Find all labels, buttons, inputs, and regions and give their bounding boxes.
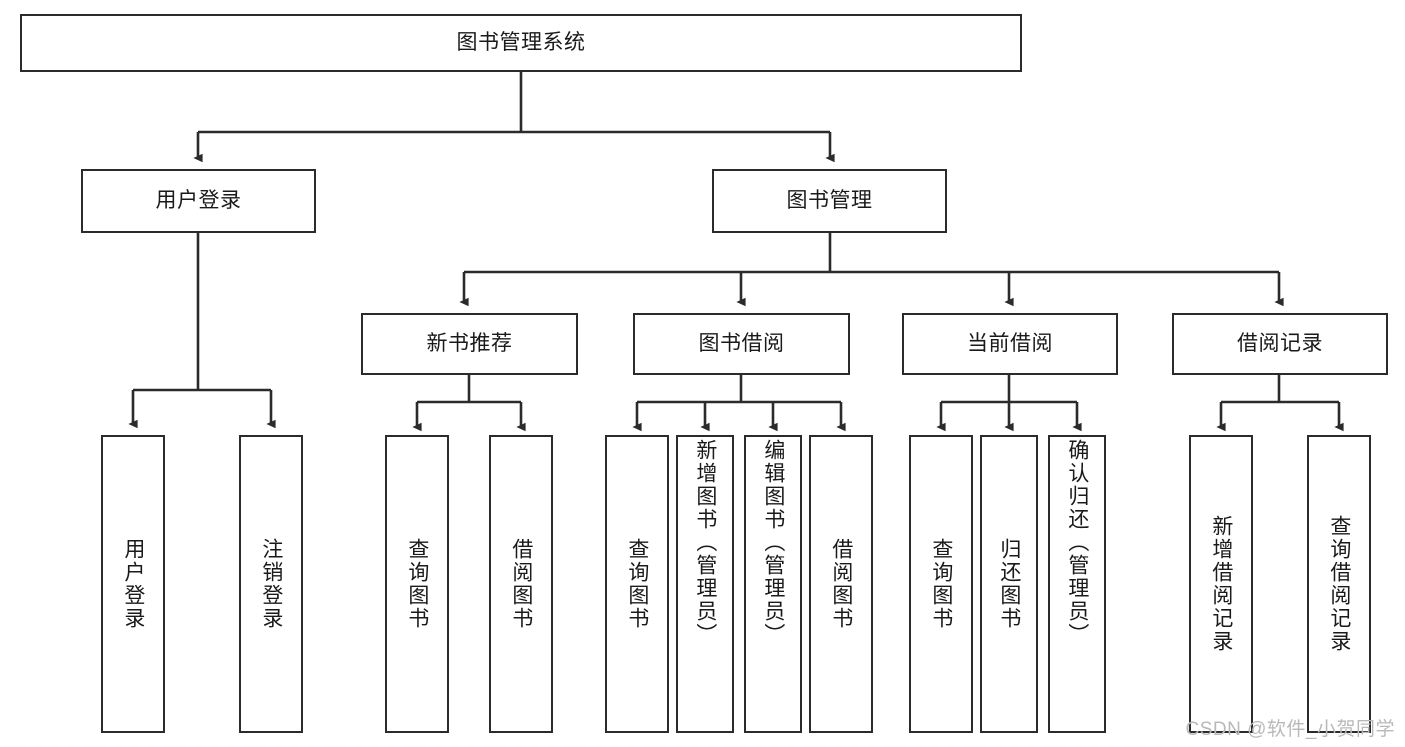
node-label: 新增图书（管理员） [693,439,717,646]
node-new-book-recommendation[interactable]: 新书推荐 [361,313,578,375]
node-label: 新书推荐 [426,331,513,355]
leaf-user-login[interactable]: 用户登录 [101,435,165,733]
node-book-borrowing[interactable]: 图书借阅 [633,313,850,375]
node-label: 用户登录 [155,188,242,212]
node-label: 编辑图书（管理员） [761,439,785,646]
node-label: 确认归还（管理员） [1065,439,1089,646]
node-label: 借阅图书 [509,538,533,630]
node-label: 查询借阅记录 [1327,515,1351,653]
node-label: 注销登录 [259,538,283,630]
leaf-query-books-current[interactable]: 查询图书 [909,435,973,733]
node-label: 借阅记录 [1237,331,1323,355]
leaf-borrow-books-recommendation[interactable]: 借阅图书 [489,435,553,733]
node-label: 借阅图书 [829,538,853,630]
node-label: 查询图书 [929,538,953,630]
node-label: 图书管理系统 [456,30,586,54]
leaf-edit-book-admin[interactable]: 编辑图书（管理员） [744,435,802,733]
node-label: 当前借阅 [967,331,1053,355]
node-root-book-management-system[interactable]: 图书管理系统 [20,14,1022,72]
node-borrowing-records[interactable]: 借阅记录 [1172,313,1388,375]
node-user-login[interactable]: 用户登录 [81,169,316,233]
node-label: 新增借阅记录 [1209,515,1233,653]
node-label: 查询图书 [625,538,649,630]
node-current-borrowing[interactable]: 当前借阅 [902,313,1118,375]
leaf-borrow-books-borrowing[interactable]: 借阅图书 [809,435,873,733]
leaf-confirm-return-admin[interactable]: 确认归还（管理员） [1048,435,1106,733]
node-label: 用户登录 [121,538,145,630]
leaf-query-books-borrowing[interactable]: 查询图书 [605,435,669,733]
leaf-add-borrowing-record[interactable]: 新增借阅记录 [1189,435,1253,733]
node-label: 归还图书 [997,538,1021,630]
csdn-watermark: CSDN @软件_小贺同学 [1185,719,1395,740]
node-book-management[interactable]: 图书管理 [712,169,947,233]
node-label: 图书借阅 [698,331,785,355]
node-label: 图书管理 [786,188,873,212]
leaf-return-books[interactable]: 归还图书 [980,435,1038,733]
leaf-add-book-admin[interactable]: 新增图书（管理员） [676,435,734,733]
node-label: 查询图书 [405,538,429,630]
leaf-query-borrowing-record[interactable]: 查询借阅记录 [1307,435,1371,733]
leaf-query-books-recommendation[interactable]: 查询图书 [385,435,449,733]
leaf-logout[interactable]: 注销登录 [239,435,303,733]
